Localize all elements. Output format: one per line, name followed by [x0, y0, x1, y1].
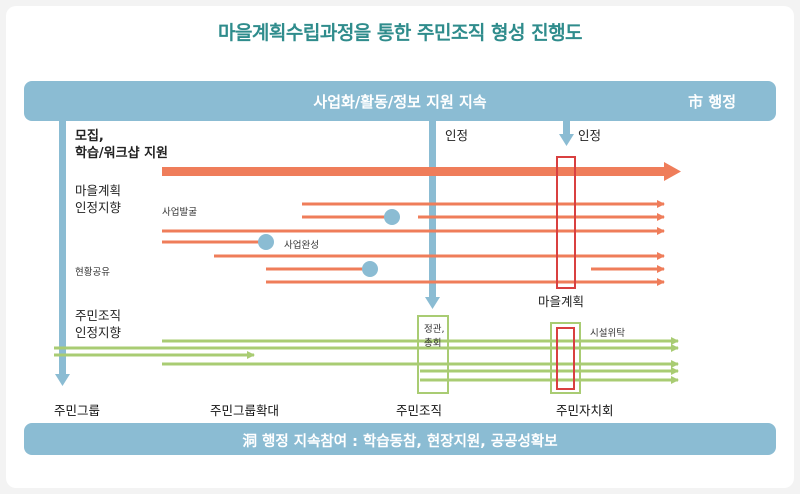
stage-group-expansion: 주민그룹확대 [210, 403, 280, 418]
recruit-label: 모집, [75, 129, 104, 144]
village-plan-label: 마을계획 [538, 294, 585, 309]
milestone-circle-2 [258, 234, 274, 250]
stage-self-governance: 주민자치회 [556, 403, 614, 418]
dong-participation-text: 洞 행정 지속참여 : 학습동참, 현장지원, 공공성확보 [242, 434, 558, 450]
blue-arrow-stem-center [429, 121, 436, 299]
approve-label-1: 인정 [445, 128, 469, 143]
city-admin-label: 市 행정 [688, 93, 736, 111]
status-share-label: 현황공유 [75, 267, 110, 278]
diagram-title: 마을계획수립과정을 통한 주민조직 형성 진행도 [217, 22, 583, 44]
blue-vertical-arrows [55, 121, 574, 386]
milestone-circle-1 [384, 209, 400, 225]
project-done-label: 사업완성 [284, 240, 319, 251]
self-gov-box-inner [556, 327, 575, 390]
blue-arrowhead-right [559, 134, 574, 146]
bylaws-label-2: 총회 [424, 338, 442, 349]
org-orient-label-1: 주민조직 [75, 308, 122, 323]
city-support-text: 사업화/활동/정보 지원 지속 [313, 93, 487, 111]
milestone-circle-3 [362, 261, 378, 277]
facility-label: 시설위탁 [590, 328, 625, 339]
plan-orient-label-1: 마을계획 [75, 183, 122, 198]
project-find-label: 사업발굴 [162, 207, 197, 218]
approve-label-2: 인정 [578, 128, 602, 143]
self-gov-box-outer [550, 322, 581, 394]
stage-resident-org: 주민조직 [396, 403, 443, 418]
orange-thin-arrows [162, 200, 665, 286]
village-plan-box [556, 156, 576, 289]
resident-org-box [417, 315, 449, 394]
recruit-support-label: 학습/워크샵 지원 [75, 146, 168, 161]
stage-resident-group: 주민그룹 [54, 403, 101, 418]
city-support-band: 사업화/활동/정보 지원 지속 市 행정 [24, 81, 776, 121]
green-arrows [54, 337, 679, 384]
blue-arrow-stem-left [59, 121, 66, 376]
dong-participation-band: 洞 행정 지속참여 : 학습동참, 현장지원, 공공성확보 [24, 423, 776, 455]
blue-arrowhead-left [55, 374, 70, 386]
plan-orient-label-2: 인정지향 [75, 200, 122, 215]
org-orient-label-2: 인정지향 [75, 325, 122, 340]
orange-main-arrow [162, 162, 681, 181]
blue-arrowhead-center [425, 297, 440, 309]
milestone-circles [258, 209, 400, 277]
blue-arrow-stem-right [563, 121, 570, 136]
bylaws-label-1: 정관, [424, 324, 445, 335]
